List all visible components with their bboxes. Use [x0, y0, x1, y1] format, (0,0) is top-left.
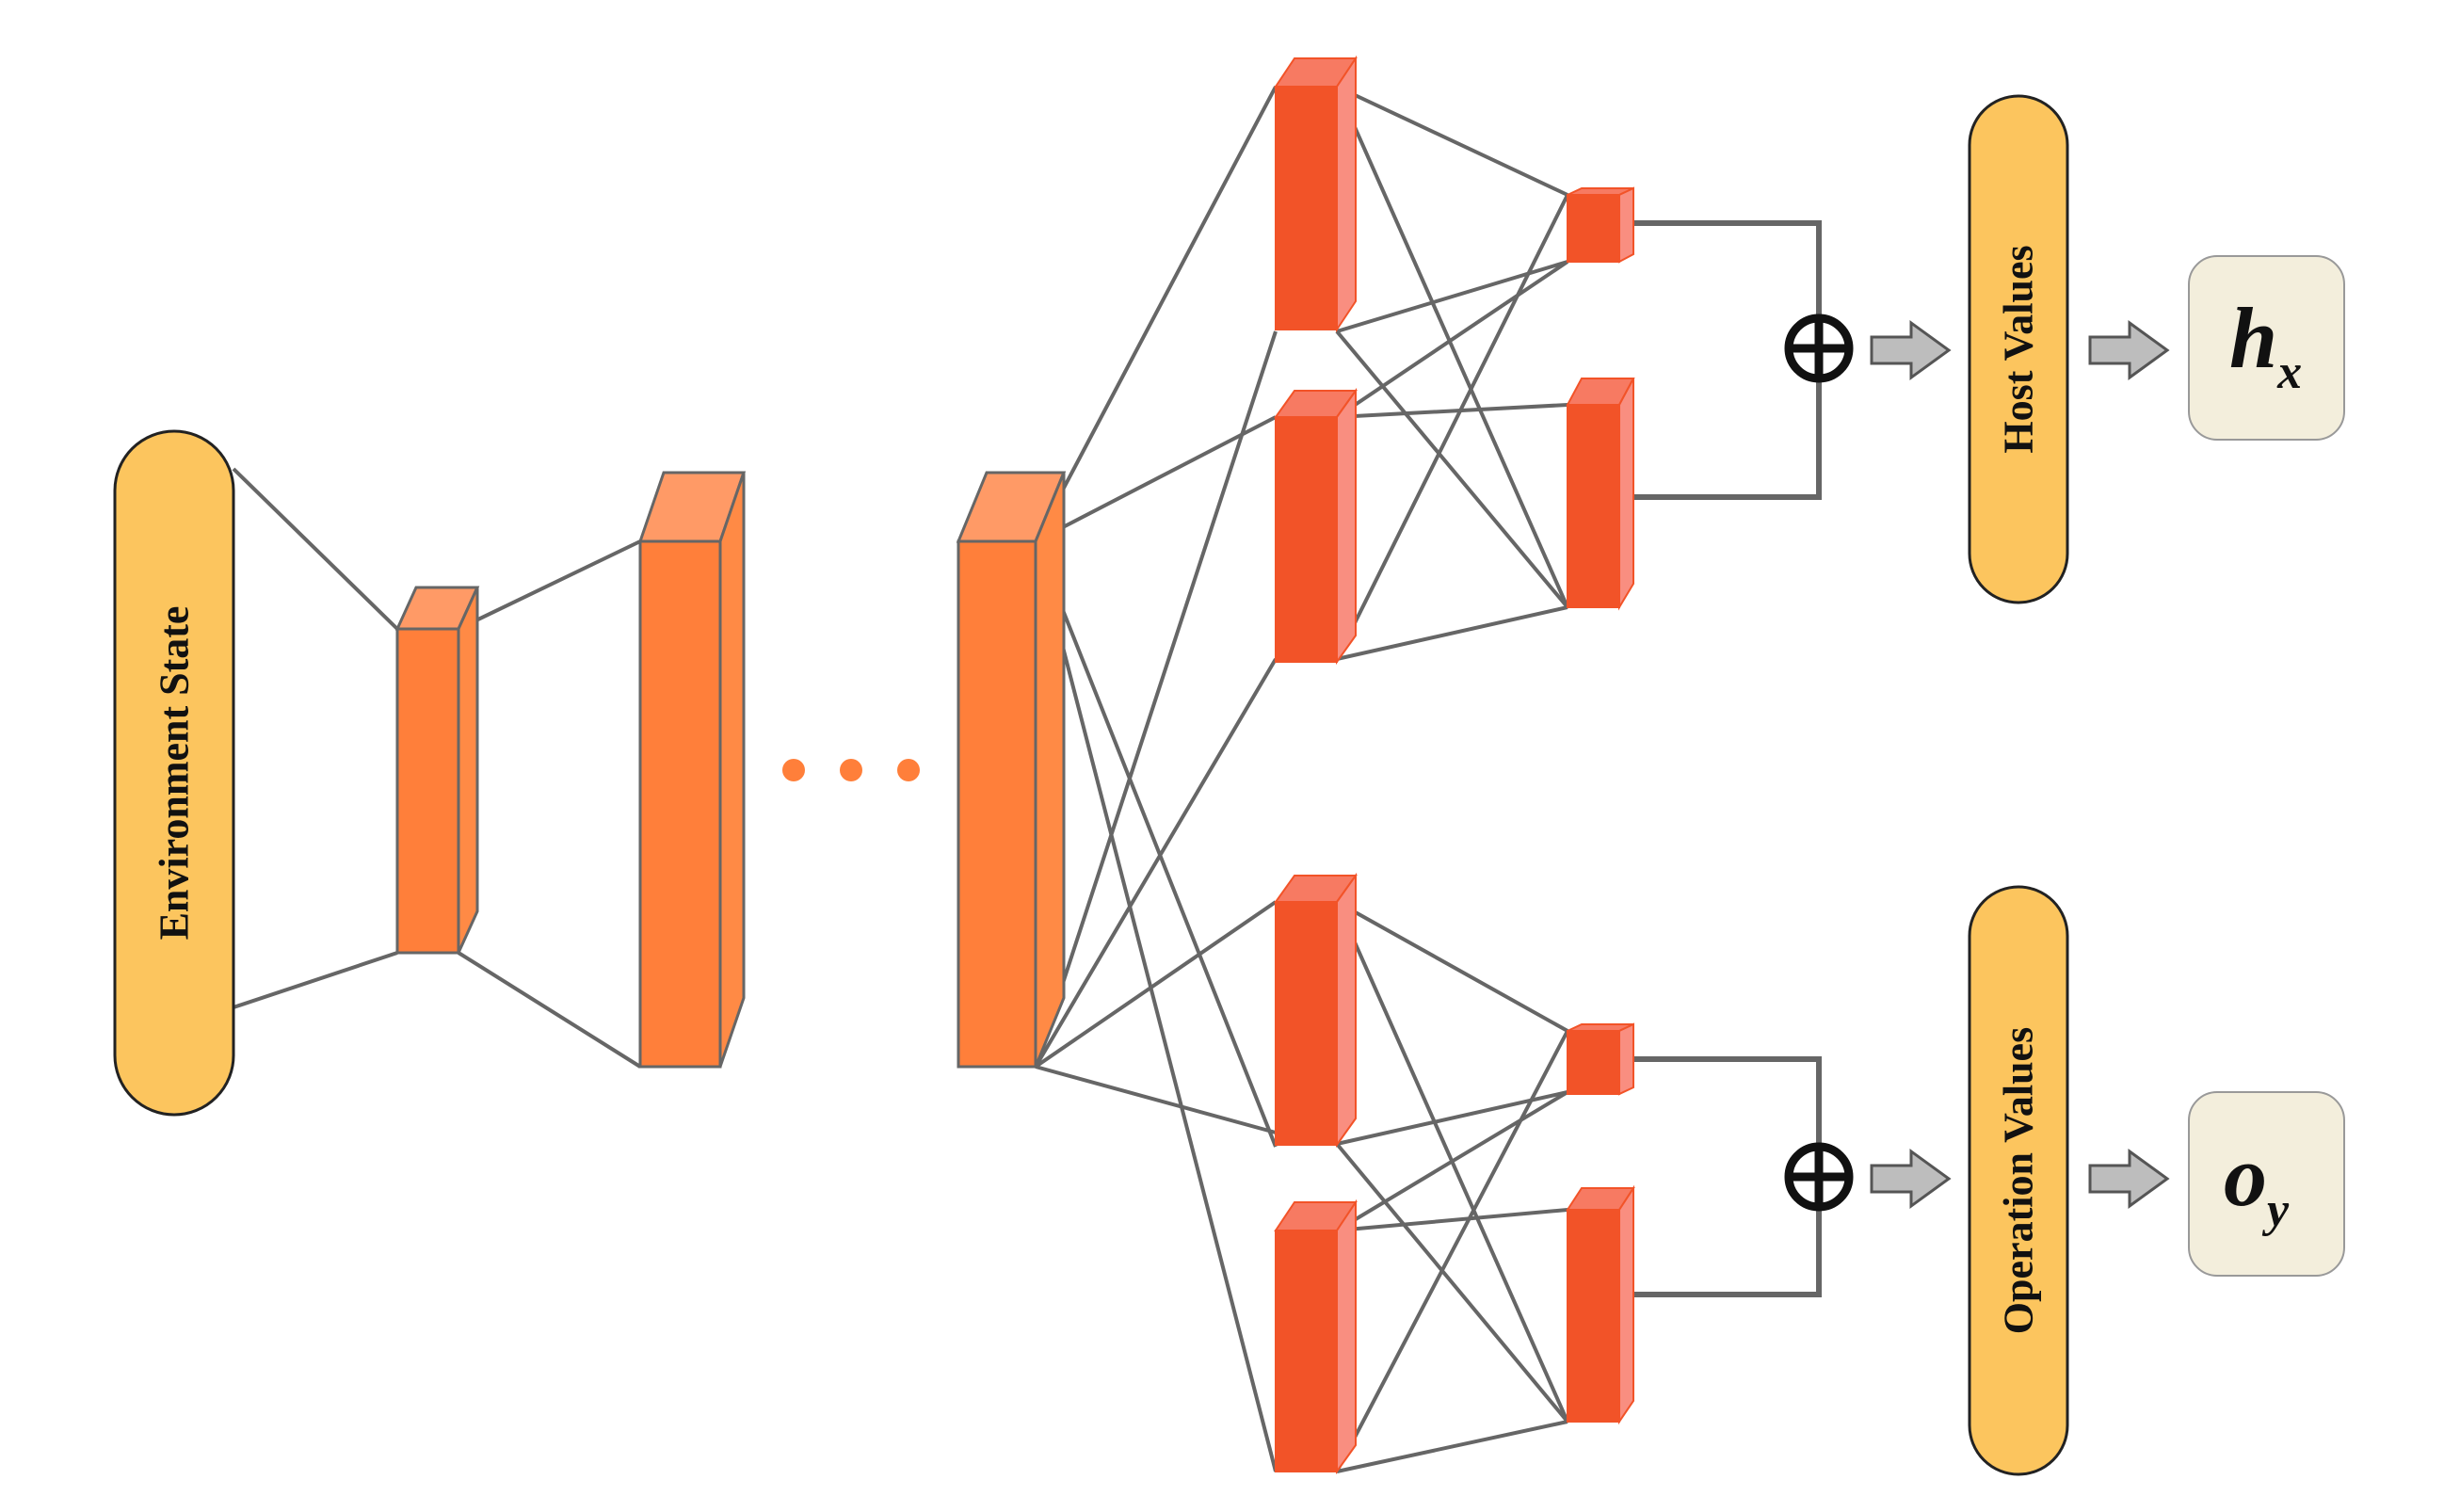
host-output-box: hx	[2188, 255, 2345, 441]
operation-head-block-4	[1566, 1184, 1635, 1425]
right-arrow-icon	[2088, 1149, 2170, 1209]
host-output-symbol: hx	[2229, 290, 2302, 399]
operation-head-block-2	[1274, 1198, 1358, 1475]
environment-state-label: Environment State	[152, 606, 198, 941]
operation-head-block-3	[1567, 1022, 1634, 1096]
circled-plus-icon	[1784, 314, 1854, 383]
connections	[232, 85, 1569, 1473]
host-values-capsule: Host Values	[1968, 94, 2069, 604]
host-head-block-4	[1566, 378, 1635, 611]
host-head-block-3	[1567, 186, 1634, 264]
operation-output-box: oy	[2188, 1091, 2345, 1277]
right-arrow-icon	[1870, 320, 1952, 380]
operation-values-label: Operation Values	[1996, 1027, 2042, 1334]
circled-plus-icon	[1784, 1142, 1854, 1212]
host-head-block-1	[1274, 55, 1358, 333]
right-arrow-icon	[2088, 320, 2170, 380]
operation-values-capsule: Operation Values	[1968, 885, 2069, 1476]
right-arrow-icon	[1870, 1149, 1952, 1209]
host-head-block-2	[1274, 387, 1358, 666]
conv-block-medium	[637, 471, 747, 1069]
host-values-label: Host Values	[1996, 245, 2042, 453]
environment-state-capsule: Environment State	[113, 429, 235, 1117]
operation-head-block-1	[1274, 872, 1358, 1149]
conv-block-small	[394, 586, 480, 955]
conv-block-large	[956, 471, 1067, 1069]
ellipsis-dots	[782, 759, 920, 781]
merge-brackets	[1633, 220, 1822, 1297]
